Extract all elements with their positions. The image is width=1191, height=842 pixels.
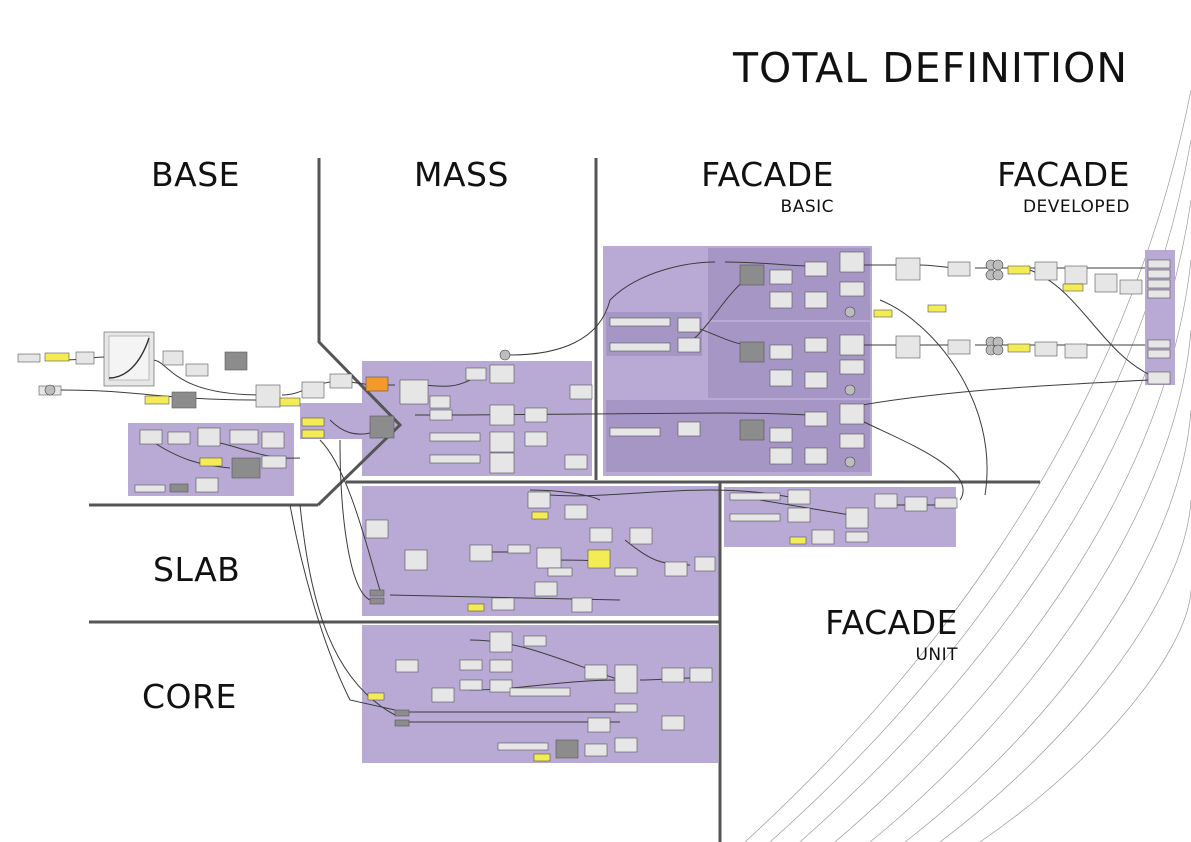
section-core-title: CORE: [142, 677, 237, 716]
section-base-title: BASE: [151, 155, 241, 194]
page-title: TOTAL DEFINITION: [733, 44, 1129, 92]
section-facade-basic-title: FACADE: [701, 155, 834, 194]
section-facade-unit-subtitle: UNIT: [915, 645, 958, 665]
decorative-arc-lines: [744, 89, 1191, 842]
component-nodes: [17, 251, 1171, 762]
section-mass-title: MASS: [414, 155, 509, 194]
section-slab-title: SLAB: [153, 550, 241, 589]
section-facade-unit-title: FACADE: [825, 603, 958, 642]
section-facade-developed-title: FACADE: [997, 155, 1130, 194]
round-nodes: [44, 259, 1004, 468]
section-facade-basic-subtitle: BASIC: [780, 197, 834, 217]
section-facade-developed-subtitle: DEVELOPED: [1022, 197, 1130, 217]
